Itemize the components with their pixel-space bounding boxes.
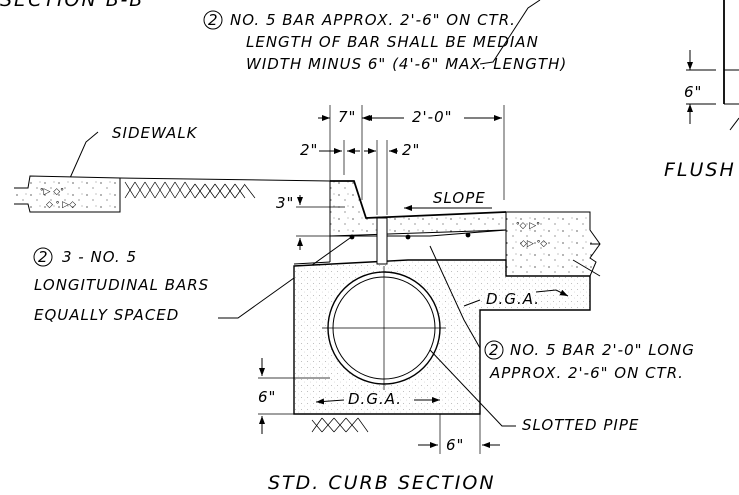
slotted-pipe (322, 266, 446, 390)
dim-3: 3" (276, 194, 294, 212)
dowel-bar (376, 217, 388, 265)
dim-6-left: 6" (258, 388, 276, 406)
dga-bottom-group: D.G.A. (315, 390, 440, 408)
dim-2-0: 2'-0" (412, 108, 453, 126)
top-dimensions: 7" 2'-0" 2" 2" (300, 105, 505, 215)
dim-6-left-group: 6" (258, 358, 330, 434)
svg-text:◇▷ ᐤ◇: ◇▷ ᐤ◇ (520, 239, 547, 249)
rebar-bars (349, 232, 471, 240)
note-left-number: 2 (38, 248, 49, 266)
note-left-line1: 3 - NO. 5 (62, 248, 137, 266)
slope-label: SLOPE (433, 189, 486, 207)
dim-6-bottom: 6" (446, 436, 464, 454)
note-number-circle (203, 10, 223, 30)
bar-note: 2 NO. 5 BAR 2'-0" LONG APPROX. 2'-6" ON … (429, 245, 695, 382)
section-header-label: SECTION B-B (0, 0, 144, 11)
sidewalk-label: SIDEWALK (112, 124, 198, 142)
note-top-line2: LENGTH OF BAR SHALL BE MEDIAN (246, 33, 539, 51)
dim-2b: 2" (402, 141, 420, 159)
slotted-pipe-label: SLOTTED PIPE (522, 416, 639, 434)
top-note-leader (479, 0, 541, 65)
note-left-line2: LONGITUDINAL BARS (34, 276, 209, 294)
svg-text:ᐤ◇ ▷ᐤ: ᐤ◇ ▷ᐤ (516, 221, 540, 231)
dim-7: 7" (338, 108, 356, 126)
note-left-line3: EQUALLY SPACED (34, 306, 179, 324)
top-note: 2 NO. 5 BAR APPROX. 2'-6" ON CTR. LENGTH… (203, 0, 567, 73)
note-top-number: 2 (208, 11, 219, 29)
dim-6-bottom-group: 6" (418, 414, 500, 454)
sidewalk-section: SIDEWALK ᐤ▷ ◇ᐤ ◇ ᐤ ▷◇ (14, 124, 331, 213)
svg-text:ᐤ▷ ◇ᐤ: ᐤ▷ ◇ᐤ (40, 187, 64, 197)
earth-hatch-bottom (311, 417, 369, 433)
note-bar-number: 2 (489, 341, 500, 359)
left-note: 2 3 - NO. 5 LONGITUDINAL BARS EQUALLY SP… (33, 237, 351, 324)
svg-text:◇ ᐤ ▷◇: ◇ ᐤ ▷◇ (46, 200, 76, 210)
note-top-line1: NO. 5 BAR APPROX. 2'-6" ON CTR. (230, 11, 516, 29)
drawing-title: STD. CURB SECTION (268, 472, 496, 494)
dim-6-right: 6" (684, 83, 702, 101)
flush-label: FLUSH (664, 159, 736, 181)
note-top-line3: WIDTH MINUS 6" (4'-6" MAX. LENGTH) (246, 55, 567, 73)
dga-right-label: D.G.A. (486, 290, 540, 308)
note-bar-line1: NO. 5 BAR 2'-0" LONG (510, 341, 695, 359)
earth-hatch-left (124, 181, 256, 199)
dga-bottom-label: D.G.A. (348, 390, 402, 408)
dim-2a: 2" (300, 141, 318, 159)
flush-detail-fragment: 6" FLUSH (664, 0, 739, 181)
slope-indicator: SLOPE (404, 189, 492, 211)
note-bar-line2: APPROX. 2'-6" ON CTR. (489, 364, 684, 382)
dim-3-group: 3" (276, 194, 345, 250)
sidewalk-slab (14, 175, 121, 213)
pavement-right: ᐤ◇ ▷ᐤ ◇▷ ᐤ◇ (505, 211, 601, 277)
